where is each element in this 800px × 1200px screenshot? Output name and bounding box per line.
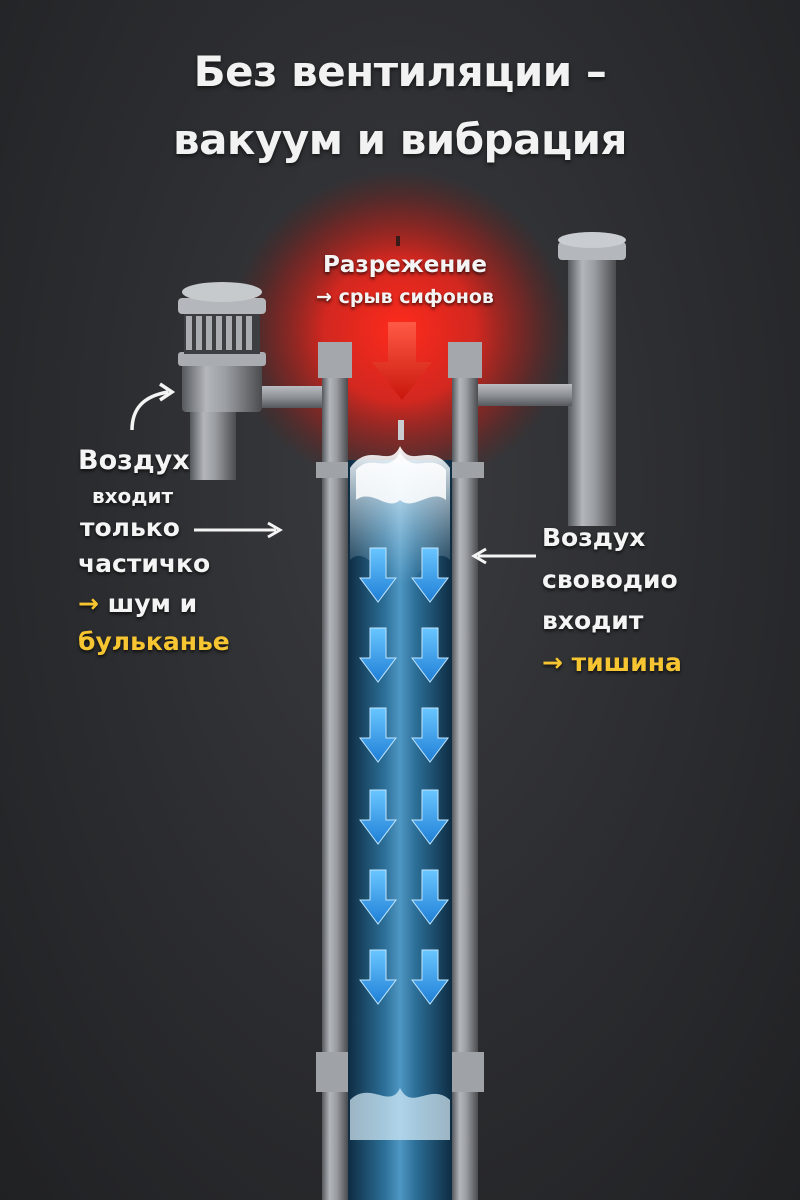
right-label-line-3: входит	[542, 606, 644, 635]
right-label-silence: тишина	[571, 648, 682, 677]
left-label-line-2: входит	[92, 484, 174, 508]
curved-arrow-icon	[130, 382, 176, 431]
down-arrow-icon	[411, 707, 449, 763]
down-arrow-icon	[359, 869, 397, 925]
right-arrow-icon: →	[78, 589, 99, 618]
down-arrow-icon	[359, 547, 397, 603]
left-label-line-3: только	[80, 513, 180, 542]
vent-cap-icon	[178, 282, 266, 354]
right-arrow-icon: →	[542, 648, 563, 677]
page-title-line-1: Без вентиляции –	[193, 47, 607, 96]
left-pointer-arrow	[194, 521, 283, 539]
vacuum-arrow-icon	[372, 322, 432, 400]
down-arrow-icon	[359, 949, 397, 1005]
down-arrow-icon	[411, 869, 449, 925]
left-label-line-1: Воздух	[78, 445, 190, 476]
left-label-line-6: бульканье	[78, 627, 230, 656]
right-pointer-arrow	[471, 547, 536, 565]
down-arrow-icon	[411, 547, 449, 603]
left-label-noise: шум и	[107, 589, 198, 618]
flow-arrows	[359, 547, 449, 1005]
vacuum-label: Разрежение	[323, 252, 487, 278]
right-label-line-2: своводио	[542, 565, 678, 594]
main-stack-pipe	[316, 342, 484, 1200]
down-arrow-icon	[411, 627, 449, 683]
down-arrow-icon	[359, 789, 397, 845]
down-arrow-icon	[411, 949, 449, 1005]
page-title-line-2: вакуум и вибрация	[173, 115, 627, 164]
right-vent-pipe	[460, 232, 626, 526]
water-foam-bottom	[350, 1088, 450, 1140]
vacuum-sublabel: → срыв сифонов	[316, 286, 494, 308]
down-arrow-icon	[411, 789, 449, 845]
down-arrow-icon	[359, 627, 397, 683]
down-arrow-icon	[359, 707, 397, 763]
right-label-line-1: Воздух	[542, 523, 646, 552]
left-label-line-5: → шум и	[78, 588, 197, 620]
left-label-line-4: частичко	[78, 549, 211, 578]
right-label-line-4: → тишина	[542, 647, 682, 679]
